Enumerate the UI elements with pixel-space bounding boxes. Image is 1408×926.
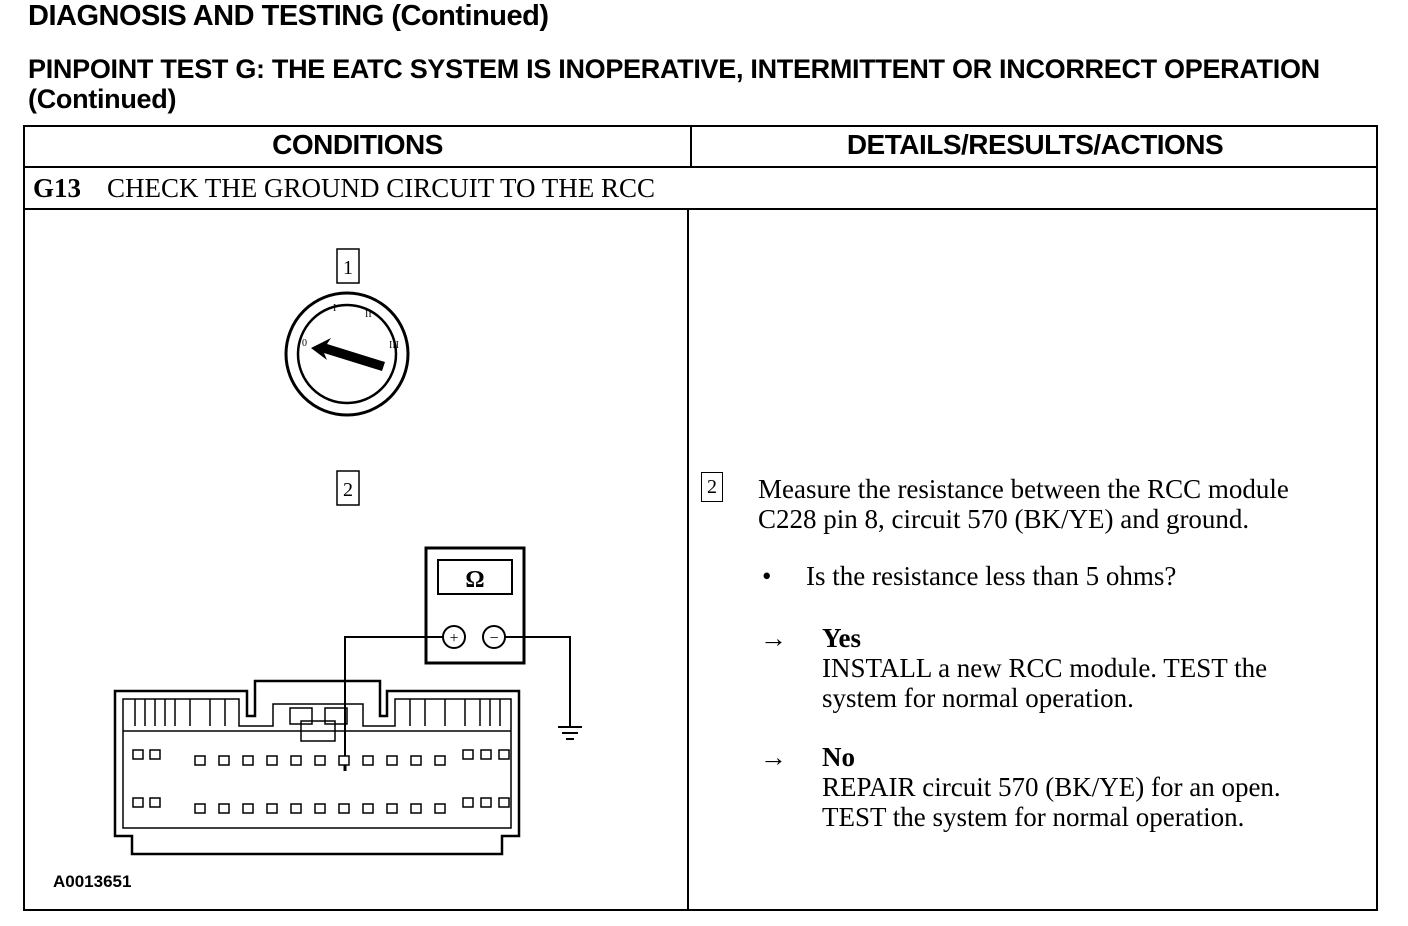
no-result: → No REPAIR circuit 570 (BK/YE) for an o… [760, 742, 1281, 832]
pin-cavity [498, 749, 510, 760]
no-label: No [822, 742, 855, 772]
pin-cavity [149, 749, 161, 760]
yes-line-2: system for normal operation. [822, 683, 1134, 713]
step-title: CHECK THE GROUND CIRCUIT TO THE RCC [107, 173, 656, 203]
wiring-figure: 1 0 I II III 2 Ω + − [113, 248, 582, 856]
no-line-1: REPAIR circuit 570 (BK/YE) for an open. [822, 772, 1281, 802]
step-divider [25, 208, 1376, 210]
step-row: G13 CHECK THE GROUND CIRCUIT TO THE RCC [33, 173, 655, 204]
pin-cavity [132, 797, 144, 808]
pin-cavity [498, 797, 510, 808]
ohmmeter-icon: Ω + − [424, 546, 526, 665]
callout-2-label: 2 [343, 479, 353, 501]
pin-cavity [462, 749, 474, 760]
conditions-header: CONDITIONS [272, 129, 443, 160]
details-header: DETAILS/RESULTS/ACTIONS [846, 129, 1224, 160]
body-column-divider [687, 210, 689, 909]
pin-cavity [290, 755, 302, 766]
pin-cavity [462, 797, 474, 808]
question: Is the resistance less than 5 ohms? [806, 561, 1177, 591]
figure-id: A0013651 [53, 872, 132, 891]
callout-1-box [336, 248, 360, 284]
header-divider [25, 166, 1376, 168]
pin-cavity [362, 755, 374, 766]
page-title: DIAGNOSIS AND TESTING (Continued) [28, 0, 549, 32]
instruction-line-2: C228 pin 8, circuit 570 (BK/YE) and grou… [758, 504, 1250, 534]
pin-cavity [314, 803, 326, 814]
pin-cavity [218, 755, 230, 766]
pin-cavity [242, 755, 254, 766]
ignition-mark-3: III [389, 340, 399, 351]
minus-terminal: − [489, 630, 498, 647]
bullet: • [762, 561, 772, 591]
pin-cavity [410, 755, 422, 766]
probe-wires [344, 636, 571, 756]
step-id: G13 [33, 173, 82, 203]
connector-c228-icon [113, 679, 521, 856]
pin-cavity [290, 803, 302, 814]
step-callout-2: 2 [701, 472, 723, 502]
pin-cavity [218, 803, 230, 814]
pin-cavity [410, 803, 422, 814]
pin-cavity [434, 803, 446, 814]
pin-cavity [194, 803, 206, 814]
callout-1-label: 1 [343, 257, 353, 279]
pin-cavity [386, 803, 398, 814]
ignition-switch-icon: 0 I II III [284, 291, 410, 417]
pin-cavity [132, 749, 144, 760]
pin-cavity [480, 797, 492, 808]
pin-cavity [434, 755, 446, 766]
question-row: • Is the resistance less than 5 ohms? [762, 561, 1176, 592]
connector-pins [132, 749, 510, 814]
pin-cavity [386, 755, 398, 766]
pin-cavity [338, 755, 350, 766]
pin-cavity [242, 803, 254, 814]
yes-line-1: INSTALL a new RCC module. TEST the [822, 653, 1268, 683]
pin-cavity [480, 749, 492, 760]
instruction-line-1: Measure the resistance between the RCC m… [758, 474, 1289, 504]
ground-icon [558, 726, 582, 740]
pin-cavity [266, 755, 278, 766]
ignition-mark-0: 0 [302, 338, 307, 349]
instruction: Measure the resistance between the RCC m… [758, 474, 1368, 534]
pin-cavity [266, 803, 278, 814]
plus-terminal: + [449, 630, 458, 647]
no-arrow-icon: → [760, 742, 787, 772]
pin-cavity [149, 797, 161, 808]
yes-result: → Yes INSTALL a new RCC module. TEST the… [760, 623, 1267, 713]
ignition-mark-2: II [365, 309, 372, 320]
callout-2-box [336, 470, 360, 506]
header-column-divider [690, 127, 692, 168]
pinpoint-test-title: PINPOINT TEST G: THE EATC SYSTEM IS INOP… [28, 54, 1320, 114]
pin-cavity [194, 755, 206, 766]
no-line-2: TEST the system for normal operation. [822, 802, 1245, 832]
test-table: CONDITIONS DETAILS/RESULTS/ACTIONS G13 CH… [23, 125, 1378, 911]
ohm-symbol: Ω [465, 567, 484, 593]
ignition-mark-1: I [333, 303, 336, 314]
yes-label: Yes [822, 623, 861, 653]
pin-cavity [338, 803, 350, 814]
pin-cavity [362, 803, 374, 814]
pin-cavity [314, 755, 326, 766]
yes-arrow-icon: → [760, 623, 787, 653]
